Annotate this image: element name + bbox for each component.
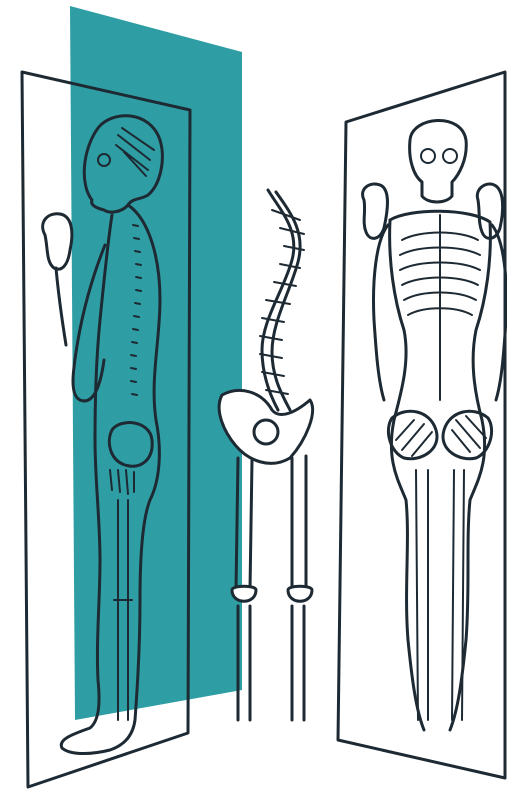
pelvis-hatch — [396, 416, 486, 456]
vertebrae — [260, 210, 304, 394]
front-view-skeleton — [363, 120, 507, 730]
right-glass-panel — [338, 72, 505, 778]
